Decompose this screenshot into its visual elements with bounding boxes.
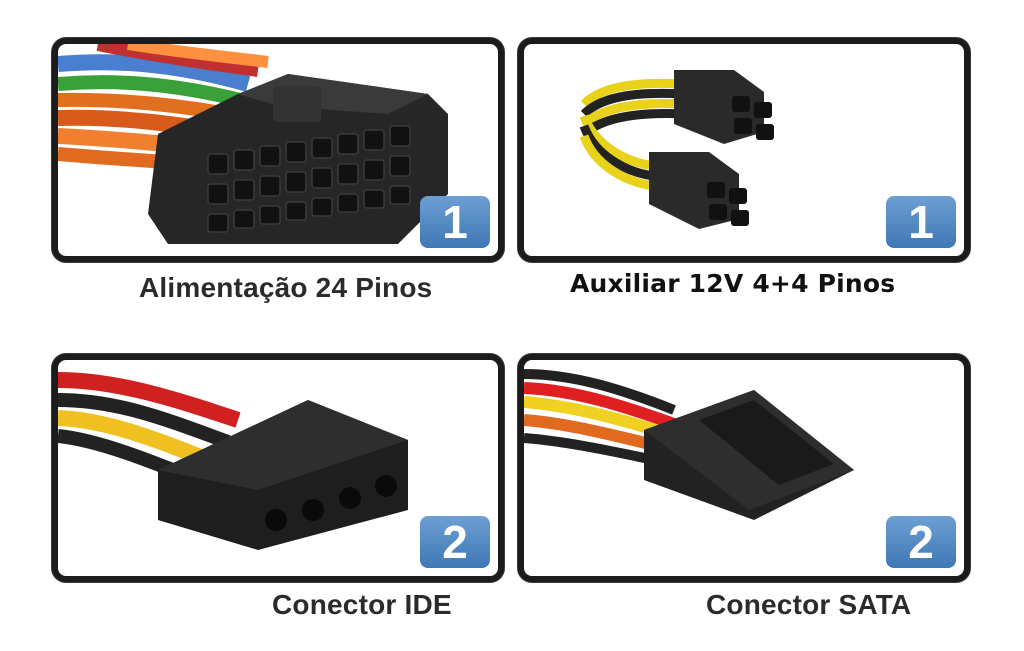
caption-eps-12v: Auxiliar 12V 4+4 Pinos bbox=[570, 269, 896, 298]
caption-molex-ide: Conector IDE bbox=[272, 589, 452, 620]
caption-atx-24-pin: Alimentação 24 Pinos bbox=[139, 272, 433, 303]
panel-eps-12v: 1 bbox=[518, 38, 970, 262]
panel-badge: 2 bbox=[886, 516, 956, 568]
eps-12v-4plus4-connector-icon bbox=[579, 70, 774, 229]
panel-badge: 1 bbox=[420, 196, 490, 248]
molex-ide-connector-icon bbox=[58, 372, 408, 550]
panel-badge: 1 bbox=[886, 196, 956, 248]
sata-power-connector-icon bbox=[524, 369, 854, 520]
panel-sata: 2 bbox=[518, 354, 970, 582]
panel-badge: 2 bbox=[420, 516, 490, 568]
panel-molex-ide: 2 bbox=[52, 354, 504, 582]
panel-atx-24-pin: 1 bbox=[52, 38, 504, 262]
caption-sata: Conector SATA bbox=[706, 589, 912, 620]
atx-24-pin-connector-icon bbox=[58, 44, 448, 244]
